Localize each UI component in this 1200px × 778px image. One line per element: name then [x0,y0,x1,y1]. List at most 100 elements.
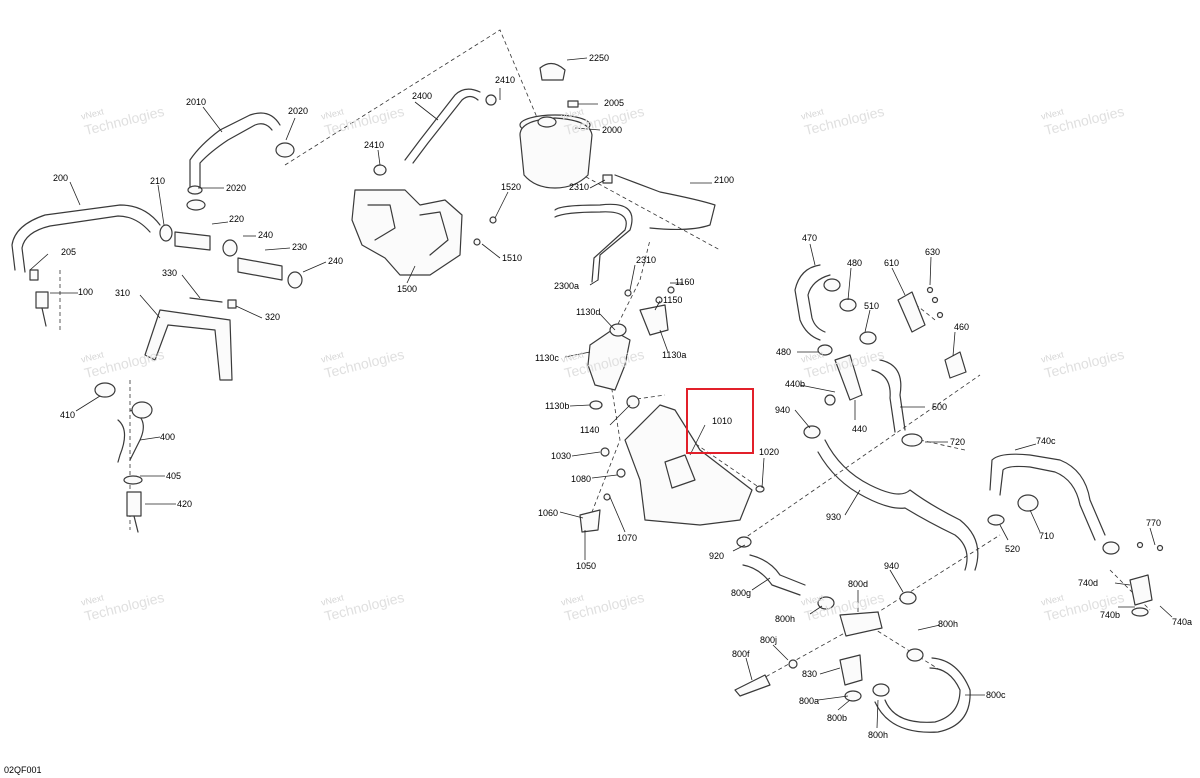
callout-label: 2400 [412,91,433,101]
callout-label: 2410 [495,75,516,85]
callout-label: 800b [827,713,848,723]
callout-label: 2300a [554,281,580,291]
callout-label: 2020 [226,183,247,193]
callout-label: 220 [229,214,245,224]
callout-label: 2250 [589,53,610,63]
callout-label: 205 [61,247,77,257]
callout-label: 1030 [551,451,572,461]
callout-label: 2310 [569,182,590,192]
callout-label: 480 [776,347,792,357]
callout-label: 440b [785,379,806,389]
callout-label: 740d [1078,578,1099,588]
callout-label: 740b [1100,610,1121,620]
callout-label: 320 [265,312,281,322]
callout-label: 460 [954,322,970,332]
callout-label: 830 [802,669,818,679]
callout-label: 710 [1039,531,1055,541]
callout-label: 920 [709,551,725,561]
callout-label: 930 [826,512,842,522]
callout-label: 500 [932,402,948,412]
callout-label: 800h [775,614,796,624]
callout-label: 770 [1146,518,1162,528]
callout-label: 800j [760,635,778,645]
thermostat-440-group [824,331,967,406]
hose-740c-group [987,453,1164,617]
callout-label: 1140 [580,425,600,435]
callout-label: 240 [258,230,274,240]
callout-label: 1500 [397,284,418,294]
hose-2100-group [554,174,716,283]
callout-label: 410 [60,410,76,420]
callout-label: 230 [292,242,308,252]
callout-label: 1060 [538,508,559,518]
callout-label: 1070 [617,533,638,543]
hose-2010-group [186,112,295,211]
callout-label: 610 [884,258,900,268]
callout-label: 1510 [502,253,523,263]
callout-label: 740a [1172,617,1193,627]
highlight-box [686,388,754,454]
callout-label: 2310 [636,255,657,265]
callout-label: 1050 [576,561,597,571]
callout-label: 2410 [364,140,385,150]
callout-label: 2020 [288,106,309,116]
callout-label: 800g [731,588,752,598]
hose-400-group [94,382,153,533]
callout-label: 1130a [662,350,687,360]
hose-2400-group [373,88,497,176]
callout-label: 330 [162,268,178,278]
callout-label: 440 [852,424,868,434]
hose-470-group [794,264,857,356]
callout-label: 2005 [604,98,625,108]
callout-label: 720 [950,437,966,447]
callout-label: 800h [868,730,889,740]
callout-label: 1160 [675,277,695,287]
hose-930-group [803,425,979,571]
callout-label: 800h [938,619,959,629]
pump-housing-group [587,286,675,410]
callout-label: 940 [775,405,791,415]
callout-label: 800c [986,690,1006,700]
callout-label: 2100 [714,175,735,185]
callout-label: 940 [884,561,900,571]
assembly-dashed-lines [59,29,1151,681]
callout-label: 200 [53,173,69,183]
callout-label: 2000 [602,125,623,135]
heat-shield-1010-group [579,404,765,533]
reservoir-2000-group [519,62,613,189]
callout-label: 2010 [186,97,207,107]
callout-label-1010: 1010 [712,416,733,426]
sensor-100-group [29,269,49,327]
callout-label: 1080 [571,474,592,484]
callout-label: 210 [150,176,166,186]
callout-label: 1130c [535,353,559,363]
callout-label: 1150 [663,295,683,305]
callout-label: 240 [328,256,344,266]
callout-label: 480 [847,258,863,268]
callout-label: 520 [1005,544,1021,554]
bracket-310-group [144,297,237,381]
callout-label: 510 [864,301,880,311]
callout-label: 800f [732,649,750,659]
callout-leaders [29,57,1173,729]
callout-label: 1130b [545,401,570,411]
callout-label: 1020 [759,447,780,457]
callout-label: 740c [1036,436,1056,446]
hose-200-group [11,204,303,289]
sheet-code: 02QF001 [4,765,42,775]
callout-label: 100 [78,287,94,297]
callout-label: 800a [799,696,820,706]
callout-label: 1130d [576,307,601,317]
callout-label: 470 [802,233,818,243]
callout-label: 800d [848,579,869,589]
hose-500-group [871,359,923,447]
bracket-1500-group [351,189,497,276]
callout-label: 310 [115,288,131,298]
bracket-610-group [897,286,944,333]
callout-label: 400 [160,432,176,442]
callout-label: 630 [925,247,941,257]
callout-label: 420 [177,499,193,509]
callout-label: 405 [166,471,182,481]
